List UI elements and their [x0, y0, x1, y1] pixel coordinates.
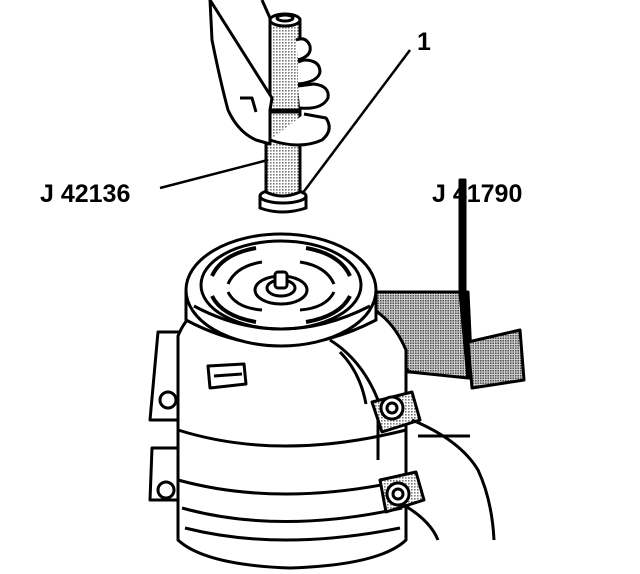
clutch-plate	[184, 232, 378, 348]
leader-lines	[159, 49, 464, 291]
hand	[208, 0, 331, 147]
leader-j42136	[159, 158, 269, 190]
callout-j41790: J 41790	[432, 180, 522, 208]
callout-j42136: J 42136	[40, 180, 130, 208]
callout-item-1: 1	[417, 28, 431, 56]
leader-j41790	[458, 180, 464, 291]
leader-item-1	[301, 49, 411, 195]
